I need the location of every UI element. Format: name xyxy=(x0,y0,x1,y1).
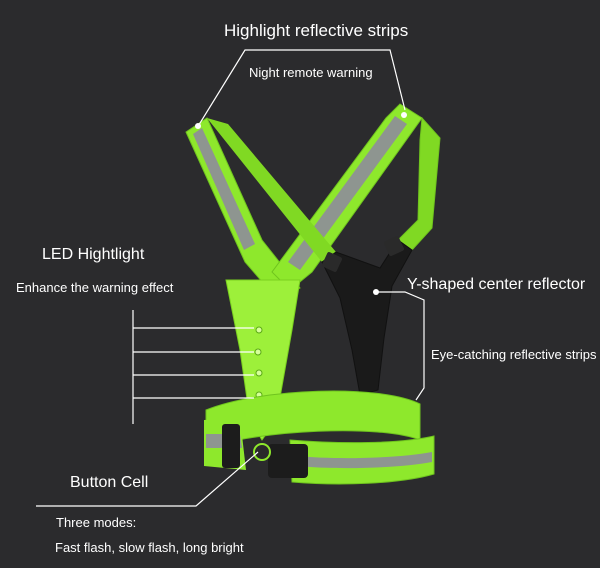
top-right-dot xyxy=(401,112,407,118)
belt-buckle xyxy=(268,444,308,478)
enhance-warning-label: Enhance the warning effect xyxy=(16,280,174,295)
rear-left-strap xyxy=(207,118,336,262)
eye-catching-label: Eye-catching reflective strips xyxy=(431,347,597,362)
left-strap-reflective xyxy=(193,128,255,250)
highlight-strips-label: Highlight reflective strips xyxy=(224,21,409,40)
buckle-left xyxy=(322,252,342,272)
buckle-right xyxy=(384,236,404,256)
modes-list-label: Fast flash, slow flash, long bright xyxy=(55,540,244,555)
led-dot xyxy=(254,348,262,356)
led-highlight-label: LED Hightlight xyxy=(42,246,145,263)
y-reflector-callout xyxy=(376,291,425,401)
button-callout-line xyxy=(36,451,259,507)
annotation-lines xyxy=(36,49,425,507)
night-warning-label: Night remote warning xyxy=(249,65,373,80)
y-reflector-label: Y-shaped center reflector xyxy=(407,276,586,293)
three-modes-label: Three modes: xyxy=(56,515,137,530)
belt-reflective-right xyxy=(296,452,432,469)
top-left-dot xyxy=(195,123,201,129)
led-dot xyxy=(255,326,263,334)
led-dot xyxy=(255,369,263,377)
y-reflector-dot xyxy=(373,289,379,295)
reflective-vest xyxy=(185,103,441,485)
button-cell-label: Button Cell xyxy=(70,474,149,491)
led-callout-comb xyxy=(132,310,254,424)
y-center-reflector xyxy=(321,239,413,396)
top-callout-line xyxy=(196,49,406,129)
button-cell-switch xyxy=(253,443,271,461)
belt-clip xyxy=(222,424,240,468)
